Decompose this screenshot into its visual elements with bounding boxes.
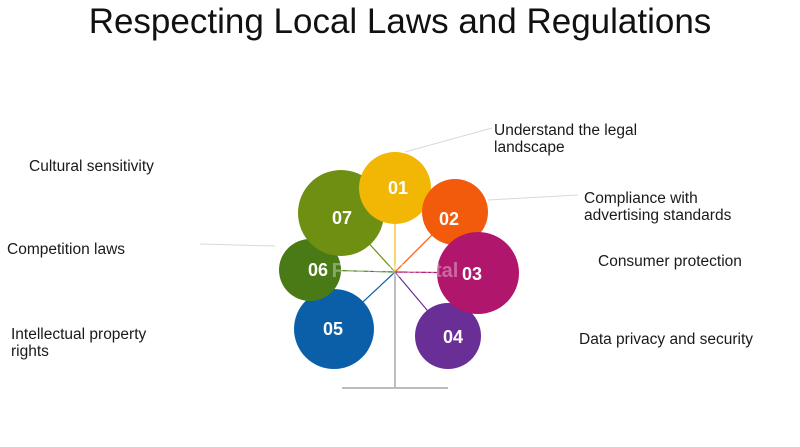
label-02: Compliance with advertising standards <box>584 190 731 224</box>
watermark: FasterCapital <box>332 260 459 282</box>
label-06-line-1: Competition laws <box>7 241 126 258</box>
circle-number-05: 05 <box>323 319 343 339</box>
label-05-line-2: rights <box>11 343 49 360</box>
circle-05 <box>294 289 374 369</box>
label-01-line-1: Understand the legal <box>494 122 638 139</box>
circle-06 <box>279 239 341 301</box>
label-07: Cultural sensitivity <box>29 158 154 175</box>
page-title: Respecting Local Laws and Regulations <box>88 2 712 41</box>
circle-number-07: 07 <box>332 208 352 228</box>
circle-number-01: 01 <box>388 178 408 198</box>
connector-06 <box>199 243 276 247</box>
circle-02 <box>422 179 488 245</box>
circle-03 <box>437 232 519 314</box>
label-05-line-1: Intellectual property <box>11 326 147 343</box>
label-02-line-2: advertising standards <box>584 207 732 224</box>
connector-02 <box>487 194 579 201</box>
label-06: Competition laws <box>7 241 125 258</box>
label-05: Intellectual property rights <box>11 326 146 360</box>
label-03-line-1: Consumer protection <box>598 253 742 270</box>
label-04-line-1: Data privacy and security <box>579 331 754 348</box>
label-01-line-2: landscape <box>494 139 565 156</box>
circle-number-06: 06 <box>308 260 328 280</box>
label-01: Understand the legal landscape <box>494 122 637 156</box>
label-connectors <box>199 127 579 247</box>
label-07-line-1: Cultural sensitivity <box>29 158 154 175</box>
circle-04 <box>415 303 481 369</box>
circle-number-02: 02 <box>439 209 459 229</box>
circle-number-03: 03 <box>462 264 482 284</box>
label-03: Consumer protection <box>598 253 742 270</box>
label-02-line-1: Compliance with <box>584 190 698 207</box>
circle-number-04: 04 <box>443 327 463 347</box>
label-04: Data privacy and security <box>579 331 753 348</box>
connector-01 <box>404 127 493 153</box>
circle-01 <box>359 152 431 224</box>
